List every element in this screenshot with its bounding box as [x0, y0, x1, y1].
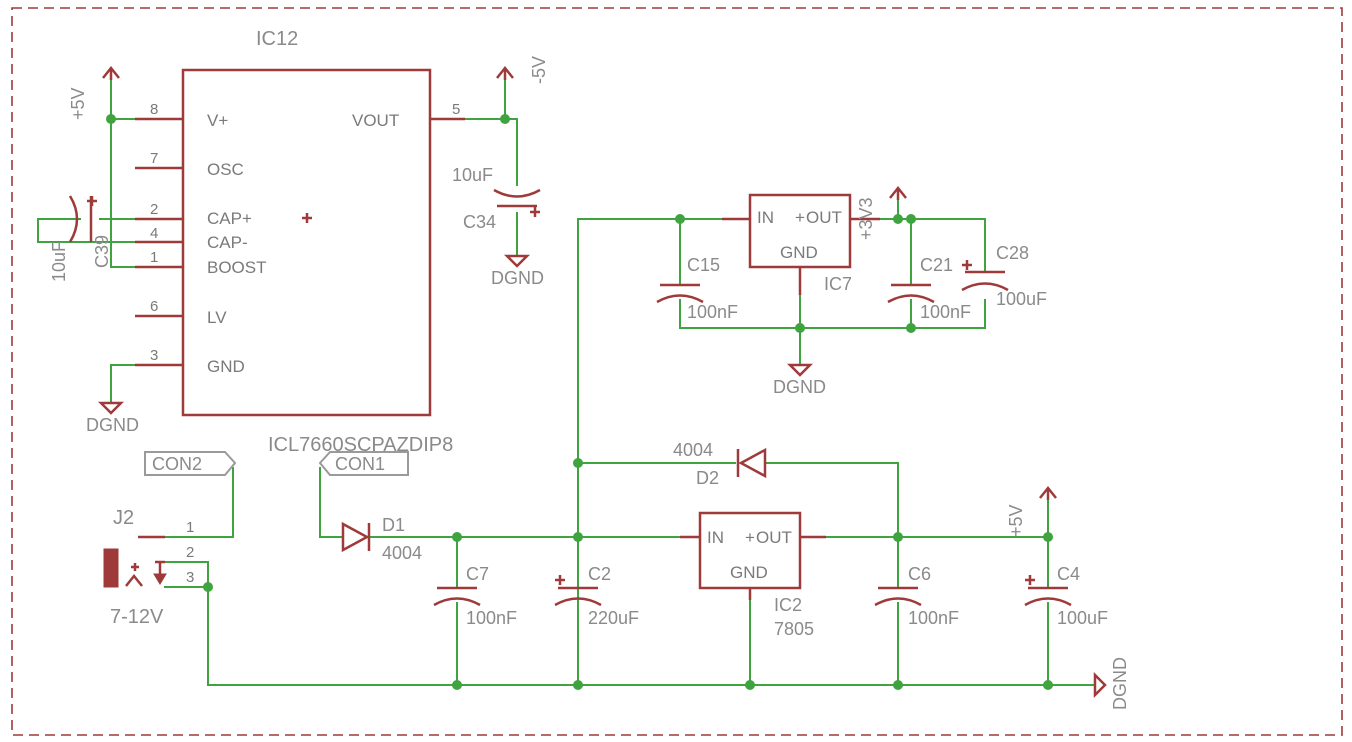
supply-p5v-right-label: +5V [1006, 504, 1026, 537]
ic12-pin2-label: CAP+ [207, 209, 252, 228]
ic2-value: 7805 [774, 619, 814, 639]
gnd-ic7-label: DGND [773, 377, 826, 397]
gnd-right: DGND [1093, 657, 1130, 710]
c2-value: 220uF [588, 608, 639, 628]
ic12-pin6-num: 6 [150, 298, 158, 315]
gnd-c34: DGND [491, 254, 544, 288]
ic12-pin3-label: GND [207, 357, 245, 376]
d2-name: D2 [696, 468, 719, 488]
supply-p3v3: +3V3 [856, 185, 907, 240]
c21-name: C21 [920, 255, 953, 275]
c15-capacitor[interactable]: C15 100nF [656, 255, 738, 322]
c21-capacitor[interactable]: C21 100nF [887, 255, 971, 322]
c2-name: C2 [588, 564, 611, 584]
gnd-c34-label: DGND [491, 268, 544, 288]
d2-value: 4004 [673, 440, 713, 460]
gnd-ic12-label: DGND [86, 415, 139, 435]
c4-capacitor[interactable]: C4 100uF [1024, 564, 1108, 628]
j2-jack[interactable]: J2 7-12V 1 2 3 [103, 507, 194, 628]
ic2-out-label: OUT [756, 528, 792, 547]
junctions [106, 114, 1053, 690]
ic12-pin5-num: 5 [452, 101, 460, 118]
c28-value: 100uF [996, 289, 1047, 309]
ic7-out-label: OUT [806, 208, 842, 227]
sheet-frame [11, 7, 1343, 736]
con1-port[interactable]: CON1 [318, 451, 409, 476]
ic2-regulator[interactable]: IN + OUT GND IC2 7805 [680, 511, 826, 639]
c4-value: 100uF [1057, 608, 1108, 628]
supply-p3v3-label: +3V3 [856, 197, 876, 240]
c15-name: C15 [687, 255, 720, 275]
c7-name: C7 [466, 564, 489, 584]
ic12-pin8-label: V+ [207, 111, 228, 130]
c15-value: 100nF [687, 302, 738, 322]
ic7-gnd-label: GND [780, 243, 818, 262]
ic12-name: IC12 [256, 28, 298, 50]
ic7-regulator[interactable]: IN + OUT GND IC7 [722, 193, 880, 295]
ic12-pin4-num: 4 [150, 225, 158, 242]
j2-name: J2 [113, 507, 134, 529]
gnd-right-label: DGND [1110, 657, 1130, 710]
ic2-gnd-label: GND [730, 563, 768, 582]
ic7-out-plus: + [795, 208, 805, 227]
supply-m5v-label: -5V [529, 56, 549, 84]
c34-name: C34 [463, 212, 496, 232]
supply-p5v-ic12: +5V [68, 65, 120, 120]
j2-pin3: 3 [186, 569, 194, 586]
c6-capacitor[interactable]: C6 100nF [874, 564, 959, 628]
d1-value: 4004 [382, 543, 422, 563]
c2-capacitor[interactable]: C2 220uF [554, 564, 639, 628]
c34-value: 10uF [452, 165, 493, 185]
c4-name: C4 [1057, 564, 1080, 584]
ic12-pin5-label: VOUT [352, 111, 399, 130]
ic12-pin1-label: BOOST [207, 258, 267, 277]
con1-label: CON1 [335, 454, 385, 474]
c21-value: 100nF [920, 302, 971, 322]
ic12-pin2-num: 2 [150, 201, 158, 218]
d1-name: D1 [382, 515, 405, 535]
c34-capacitor[interactable]: 10uF C34 [452, 165, 541, 232]
gnd-ic7: DGND [773, 363, 826, 397]
ic12-value: ICL7660SCPAZDIP8 [268, 434, 453, 456]
ic12-pin7-label: OSC [207, 160, 244, 179]
d1-diode[interactable]: D1 4004 [341, 515, 422, 563]
ic12-pin8-num: 8 [150, 101, 158, 118]
con2-port[interactable]: CON2 [144, 451, 237, 476]
ic2-out-plus: + [745, 528, 755, 547]
ic12-pin4-label: CAP- [207, 233, 248, 252]
con2-label: CON2 [152, 454, 202, 474]
ic12-pin6-label: LV [207, 308, 227, 327]
wires [37, 79, 1096, 686]
gnd-ic12: DGND [86, 401, 139, 435]
supply-p5v-ic12-label: +5V [68, 87, 88, 120]
ic12-symbol[interactable]: IC12 ICL7660SCPAZDIP8 8 V+ 7 OSC 2 CAP+ … [135, 28, 465, 456]
c7-capacitor[interactable]: C7 100nF [433, 564, 517, 628]
j2-pin2: 2 [186, 544, 194, 561]
ic7-name: IC7 [824, 274, 852, 294]
ic2-in-label: IN [707, 528, 724, 547]
c7-value: 100nF [466, 608, 517, 628]
j2-value: 7-12V [110, 606, 164, 628]
c28-name: C28 [996, 243, 1029, 263]
c28-capacitor[interactable]: C28 100uF [961, 243, 1047, 309]
ic12-pin3-num: 3 [150, 347, 158, 364]
supply-p5v-right: +5V [1006, 485, 1057, 537]
c39-name: C39 [92, 235, 112, 268]
ic2-name: IC2 [774, 595, 802, 615]
d2-diode[interactable]: 4004 D2 [673, 440, 767, 488]
j2-pin1: 1 [186, 519, 194, 536]
ic12-pin7-num: 7 [150, 150, 158, 167]
c39-capacitor[interactable]: 10uF C39 [49, 195, 112, 282]
ic12-pin1-num: 1 [150, 249, 158, 266]
c6-name: C6 [908, 564, 931, 584]
c6-value: 100nF [908, 608, 959, 628]
c39-value: 10uF [49, 241, 69, 282]
supply-m5v: -5V [496, 56, 549, 84]
ic7-in-label: IN [757, 208, 774, 227]
